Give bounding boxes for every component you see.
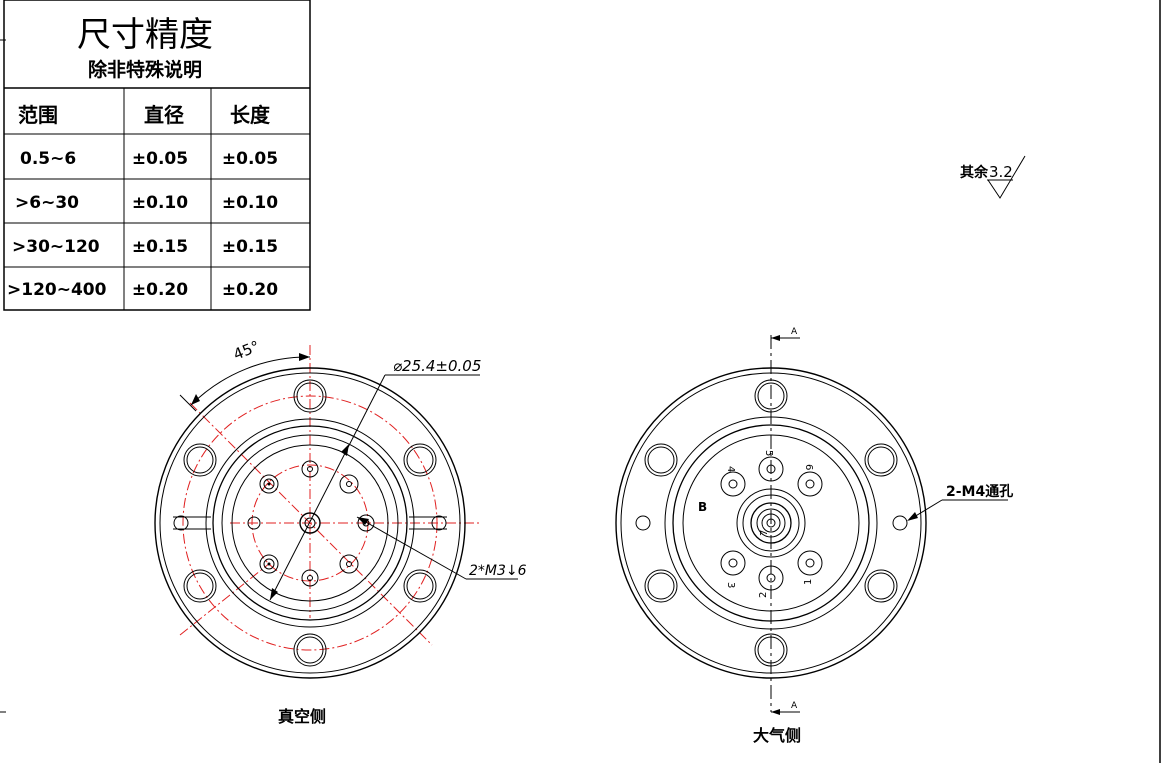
hole-label: 2-M4通孔 xyxy=(946,484,1013,500)
row3-range: >30~120 xyxy=(12,237,100,257)
header-range: 范围 xyxy=(18,103,58,127)
vacuum-diagonal-centerline xyxy=(189,402,433,646)
row1-length: ±0.05 xyxy=(222,149,278,169)
pin-number-3: 3 xyxy=(725,582,736,588)
row2-diameter: ±0.10 xyxy=(132,193,188,213)
roughness-value: 3.2 xyxy=(989,163,1013,181)
angle-label: 45° xyxy=(231,337,262,364)
pin-number-5: 5 xyxy=(763,450,774,456)
table-subtitle: 除非特殊说明 xyxy=(88,58,202,81)
row3-diameter: ±0.15 xyxy=(132,237,188,257)
diameter-label: ⌀25.4±0.05 xyxy=(393,357,481,375)
vacuum-pin-holes xyxy=(247,460,375,587)
tolerance-table: 尺寸精度 除非特殊说明 范围 直径 长度 0.5~6 ±0.05 ±0.05 >… xyxy=(3,0,311,311)
thread-label: 2*M3↓6 xyxy=(469,563,527,579)
center-connector xyxy=(736,488,806,558)
atmosphere-caption: 大气侧 xyxy=(753,726,801,745)
pin-number-4: 4 xyxy=(725,466,736,472)
atmosphere-bolt-holes xyxy=(635,379,908,667)
row2-length: ±0.10 xyxy=(222,193,278,213)
section-label-bottom: A xyxy=(791,701,798,711)
datum-label: B xyxy=(698,500,707,514)
vacuum-flange-outer xyxy=(154,367,466,679)
section-label-top: A xyxy=(791,327,798,337)
row2-range: >6~30 xyxy=(15,193,79,213)
pin-number-2: 2 xyxy=(758,592,769,598)
atmosphere-side-view: A A xyxy=(615,327,1013,745)
table-title: 尺寸精度 xyxy=(77,15,213,55)
roughness-prefix: 其余 xyxy=(960,164,989,181)
pin-number-1: 1 xyxy=(803,579,814,585)
row1-diameter: ±0.05 xyxy=(132,149,188,169)
angle-dimension-arc xyxy=(190,356,311,406)
header-diameter: 直径 xyxy=(144,103,184,127)
roughness-symbol: 其余 3.2 xyxy=(960,155,1026,199)
row3-length: ±0.15 xyxy=(222,237,278,257)
pin-number-6: 6 xyxy=(803,464,814,470)
atmosphere-pin-sockets xyxy=(720,456,823,591)
vacuum-side-view: 45° ⌀25.4±0.05 2*M3↓6 真空侧 xyxy=(154,337,527,726)
vacuum-caption: 真空侧 xyxy=(278,707,326,726)
row4-range: >120~400 xyxy=(7,280,107,300)
row4-length: ±0.20 xyxy=(222,280,278,300)
row4-diameter: ±0.20 xyxy=(132,280,188,300)
vacuum-bolt-holes xyxy=(173,379,447,667)
header-length: 长度 xyxy=(230,103,271,127)
vacuum-bolt-circle xyxy=(182,395,438,651)
vacuum-diagonal-centerline-2 xyxy=(179,562,271,636)
row1-range: 0.5~6 xyxy=(20,149,76,169)
pin-number-7: 7 xyxy=(759,530,770,536)
atmosphere-flange-outer xyxy=(615,367,927,679)
